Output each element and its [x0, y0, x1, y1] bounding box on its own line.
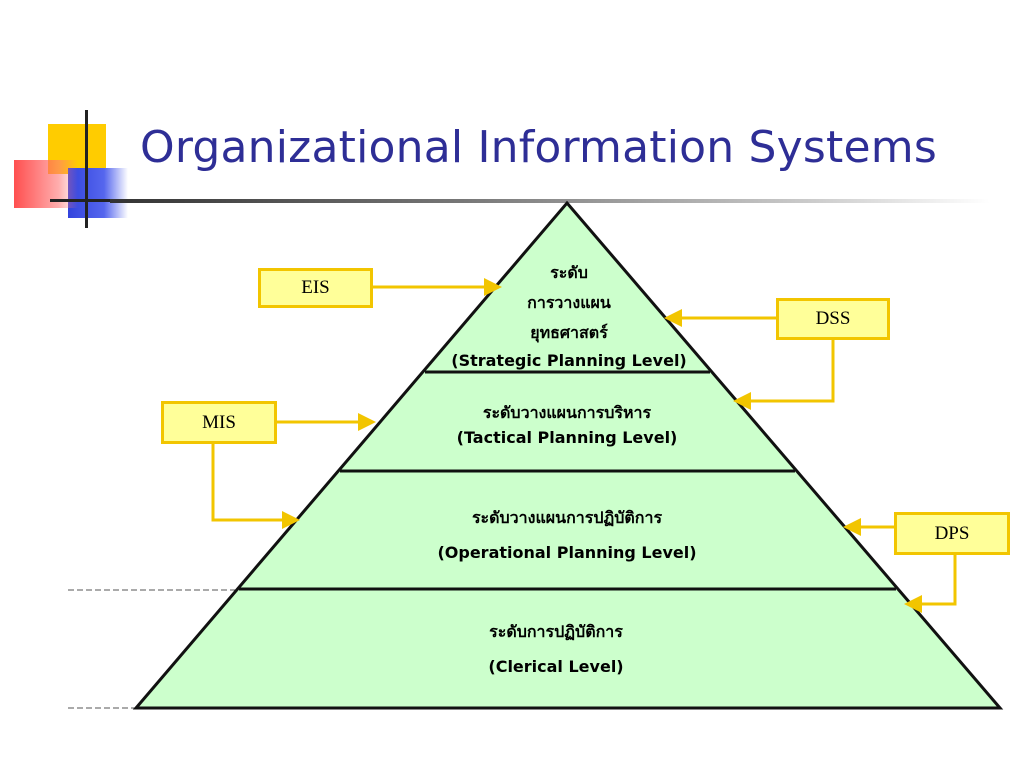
- ornament-blue-square: [68, 168, 128, 218]
- level-operational-thai: ระดับวางแผนการปฏิบัติการ: [471, 508, 663, 527]
- mis-label: MIS: [202, 411, 236, 433]
- level-tactical: ระดับวางแผนการบริหาร (Tactical Planning …: [457, 400, 678, 450]
- pyramid-body: [132, 200, 1004, 710]
- level-strategic: ระดับ การวางแผน ยุทธศาสตร์ (Strategic Pl…: [451, 258, 686, 374]
- dps-label: DPS: [934, 522, 970, 544]
- level-strategic-thai-1: ระดับ: [550, 263, 588, 282]
- level-tactical-thai: ระดับวางแผนการบริหาร: [482, 403, 652, 422]
- dps-box: DPS: [894, 512, 1010, 555]
- eis-label: EIS: [301, 277, 330, 298]
- level-strategic-thai-3: ยุทธศาสตร์: [530, 323, 608, 342]
- level-tactical-en: (Tactical Planning Level): [456, 428, 678, 447]
- dps-arrow-clerical: [904, 554, 957, 613]
- level-clerical-en: (Clerical Level): [488, 657, 624, 676]
- level-strategic-thai-2: การวางแผน: [527, 293, 611, 312]
- dss-arrow-tactical: [733, 339, 835, 410]
- mis-arrow-operational: [211, 443, 300, 529]
- dss-label: DSS: [815, 308, 851, 329]
- dss-box: DSS: [776, 298, 890, 340]
- title-underline: [110, 199, 990, 203]
- level-strategic-en: (Strategic Planning Level): [451, 351, 687, 370]
- eis-box: EIS: [258, 268, 373, 308]
- level-operational: ระดับวางแผนการปฏิบัติการ (Operational Pl…: [437, 500, 696, 570]
- mis-box: MIS: [161, 401, 277, 444]
- level-clerical: ระดับการปฏิบัติการ (Clerical Level): [488, 614, 623, 684]
- level-operational-en: (Operational Planning Level): [437, 543, 697, 562]
- slide-title: Organizational Information Systems: [140, 122, 937, 173]
- ornament-vertical-line: [85, 110, 88, 228]
- level-clerical-thai: ระดับการปฏิบัติการ: [489, 622, 623, 641]
- title-ornament: [0, 0, 180, 240]
